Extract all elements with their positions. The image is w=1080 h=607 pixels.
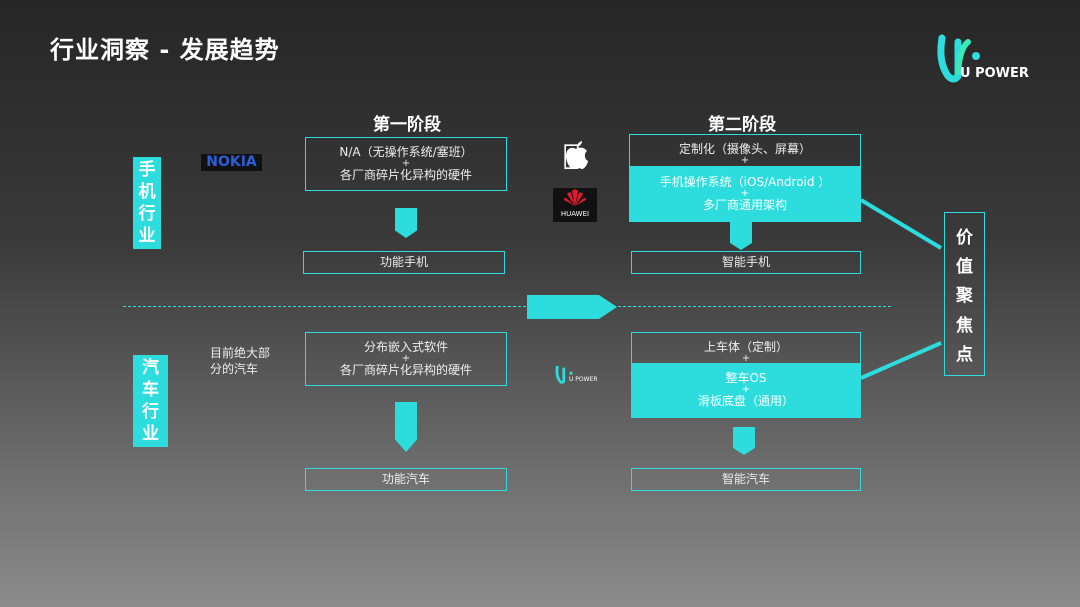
upower-small-logo: U POWER <box>555 362 611 386</box>
car-stage1-result: 功能汽车 <box>305 468 507 491</box>
car-stage2-result: 智能汽车 <box>631 468 861 491</box>
phone-stage2-box: 定制化（摄像头、屏幕）+ 手机操作系统（iOS/Android ）+多厂商通用架… <box>629 134 861 222</box>
phone-stage2-result: 智能手机 <box>631 251 861 274</box>
phone-industry-label: 手机行业 <box>133 157 161 249</box>
huawei-logo: HUAWEI <box>553 188 597 222</box>
down-arrow-icon <box>395 402 417 452</box>
down-arrow-icon <box>733 427 755 455</box>
upower-logo: U POWER <box>936 32 1048 84</box>
nokia-logo: NOKIA <box>201 154 262 171</box>
car-note: 目前绝大部分的汽车 <box>210 346 271 376</box>
upower-logo-icon <box>937 34 980 83</box>
stage-2-heading: 第二阶段 <box>708 115 776 135</box>
divider-dashed <box>123 306 891 307</box>
car-industry-label: 汽车行业 <box>133 355 168 447</box>
page-title: 行业洞察 - 发展趋势 <box>50 36 280 64</box>
car-stage2-box: 上车体（定制）+ 整车OS+滑板底盘（通用） <box>631 332 861 418</box>
value-focus-box: 价值聚焦点 <box>944 212 985 376</box>
car-stage1-box: 分布嵌入式软件+各厂商碎片化异构的硬件 <box>305 332 507 386</box>
huawei-petals-icon <box>564 189 586 206</box>
down-arrow-icon <box>730 222 752 250</box>
down-arrow-icon <box>395 208 417 238</box>
apple-icon <box>566 141 588 170</box>
stage-1-heading: 第一阶段 <box>373 115 441 135</box>
phone-stage1-result: 功能手机 <box>303 251 505 274</box>
phone-stage1-box: N/A（无操作系统/塞班）+各厂商碎片化异构的硬件 <box>305 137 507 191</box>
right-arrow-icon <box>527 295 617 319</box>
logo-text: U POWER <box>960 66 1029 81</box>
